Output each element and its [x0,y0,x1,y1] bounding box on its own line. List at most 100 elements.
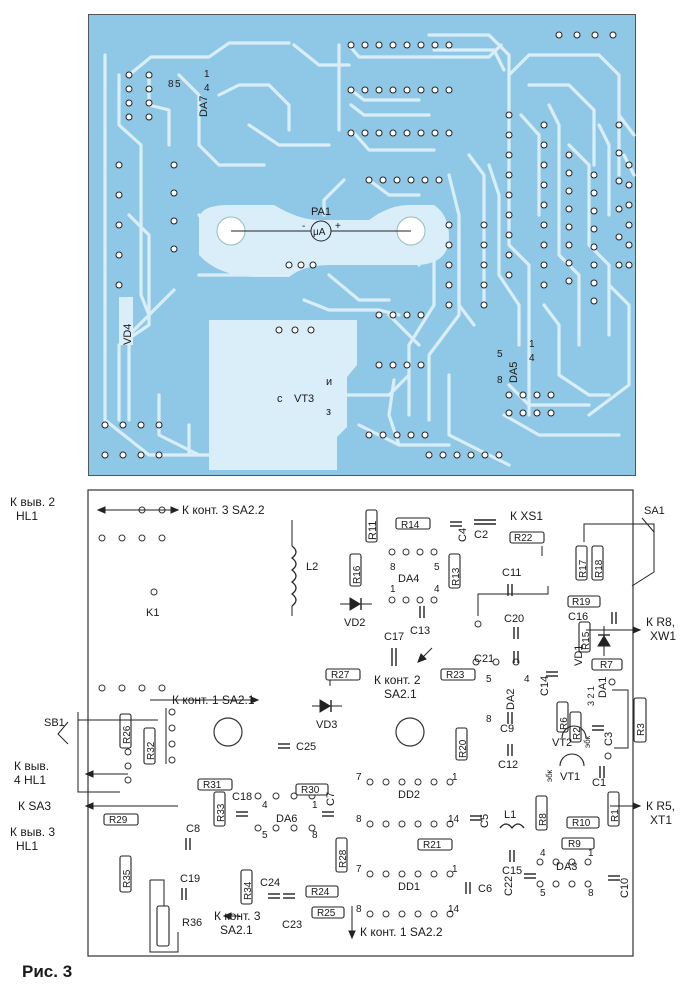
solder-pad [137,421,145,429]
solder-pad [115,221,123,229]
solder-pad [389,86,397,94]
label-r20: R20 [458,739,469,758]
label-c16: C16 [568,611,588,623]
solder-pad [125,113,133,121]
label-r29: R29 [109,815,128,826]
conn-sa21-k1: К конт. 1 SA2.1 [172,693,255,707]
solder-pad [145,113,153,121]
solder-pad [382,870,390,878]
conn-sa3: К SA3 [18,799,51,813]
solder-pad [590,243,598,251]
solder-pad [573,31,581,39]
label-c18: C18 [232,791,252,803]
solder-pad [170,161,178,169]
solder-pad [366,778,374,786]
solder-pad [453,451,461,459]
resistor-r27 [325,668,361,681]
solder-pad [291,326,299,334]
label-r23: R23 [446,670,465,681]
solder-pad [414,910,422,918]
solder-pad [446,870,454,878]
label-c4: C4 [457,528,469,542]
solder-pad [145,99,153,107]
label-c11: C11 [502,567,521,579]
solder-pad [417,129,425,137]
solder-pad [467,451,475,459]
solder-pad [347,86,355,94]
solder-pad [625,261,633,269]
solder-pad [382,820,390,828]
pin-dd1-1: 1 [452,864,458,875]
solder-pad [565,259,573,267]
conn-r5-a: К R5, [646,799,675,813]
conn-r8-a: К R8, [646,615,675,629]
capacitor-c6 [465,882,471,894]
solder-pad [445,221,453,229]
capacitor-c10 [608,875,620,881]
solder-pad [540,241,548,249]
solder-pad [568,858,576,866]
solder-pad [417,361,425,369]
solder-pad [393,431,401,439]
pin-da3-8: 8 [588,888,594,899]
label-vt1-pins: эбк [545,769,554,782]
solder-pad [115,161,123,169]
label-r32: R32 [146,741,157,760]
solder-pad [389,129,397,137]
solder-pad [445,241,453,249]
solder-pad [540,221,548,229]
solder-pad [366,910,374,918]
pin-dd2-14: 14 [448,814,460,825]
solder-pad [540,161,548,169]
pin-da6-5: 5 [262,830,268,841]
solder-pad [591,31,599,39]
solder-pad [565,241,573,249]
solder-pad [505,409,513,417]
solder-pad [472,658,480,666]
solder-pad [445,261,453,269]
solder-pad [565,223,573,231]
solder-pad [492,658,500,666]
meter-hole-right [395,717,425,747]
solder-pad [417,41,425,49]
capacitor-c19 [181,888,187,900]
resistor-r21 [417,838,453,851]
solder-pad [403,361,411,369]
solder-pad [398,778,406,786]
pcb-label-vt3: VT3 [294,393,314,405]
resistor-r23 [440,668,476,681]
pcb-label-vt3-i: и [326,376,332,388]
label-c9: C9 [500,723,514,735]
pin-da2-8: 8 [486,714,492,725]
pin-dd1-7: 7 [356,864,362,875]
solder-pad [155,451,163,459]
pcb-label-da7-pin1: 1 [204,69,210,80]
solder-pad [590,297,598,305]
label-r24: R24 [311,887,330,898]
solder-pad [505,211,513,219]
resistor-r24 [305,885,339,898]
solder-pad [565,151,573,159]
label-r28: R28 [338,849,349,868]
solder-pad [389,311,397,319]
solder-pad [568,880,576,888]
solder-pad [495,451,503,459]
solder-pad [403,129,411,137]
label-c17: C17 [384,631,404,643]
label-r30: R30 [301,785,320,796]
label-r19: R19 [572,597,591,608]
solder-pad [505,111,513,119]
solder-pad [435,176,443,184]
solder-pad [615,149,623,157]
solder-pad [101,451,109,459]
solder-pad [158,534,166,542]
solder-pad [431,129,439,137]
solder-pad [138,534,146,542]
pcb-pads [101,31,633,459]
solder-pad [505,191,513,199]
solder-pad [445,129,453,137]
label-r33: R33 [216,803,227,822]
resistor-r20 [455,727,468,761]
label-c25: C25 [296,741,316,753]
solder-pad [414,870,422,878]
